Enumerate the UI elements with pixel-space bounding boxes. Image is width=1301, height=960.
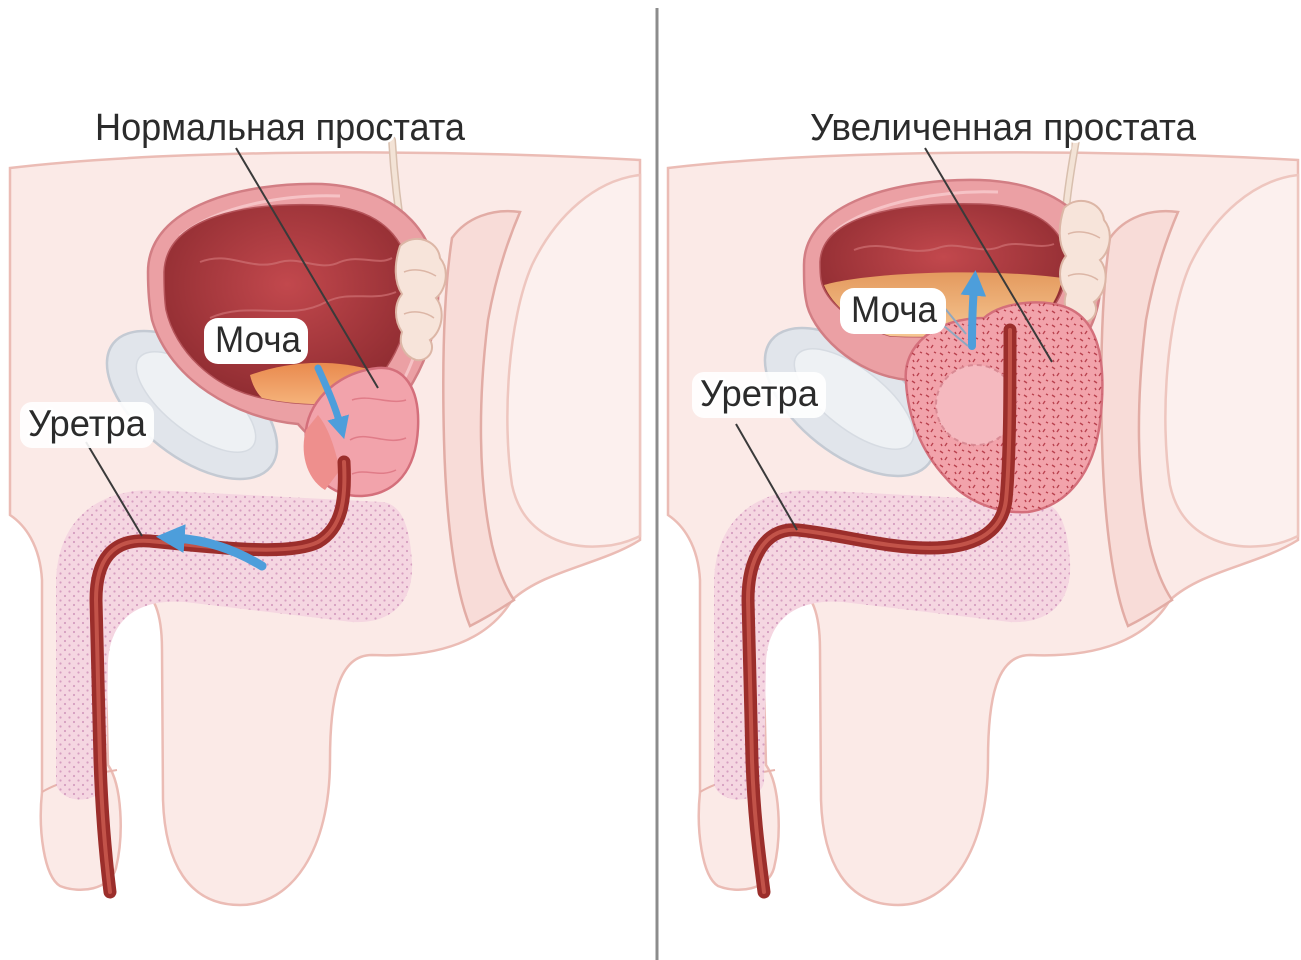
normal-urethra-label: Уретра <box>28 403 146 444</box>
enlarged-prostate-panel <box>668 140 1298 905</box>
normal-prostate-panel <box>10 140 640 905</box>
enlarged-urethra-label: Уретра <box>700 373 818 414</box>
enlarged-prostate-title: Увеличенная простата <box>810 107 1197 149</box>
urine-flow-arrow <box>972 288 974 346</box>
normal-prostate-title: Нормальная простата <box>95 107 466 149</box>
normal-urine-label: Моча <box>215 319 301 360</box>
enlarged-urine-label: Моча <box>851 289 937 330</box>
